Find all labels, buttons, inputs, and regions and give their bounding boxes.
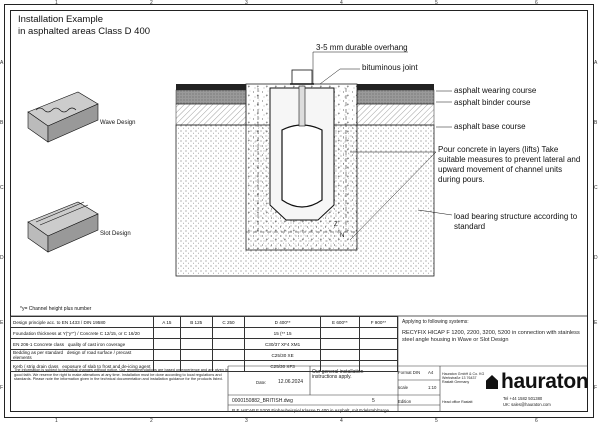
grate-slot [298,85,306,127]
company-email: UK: sales@hauraton.com [503,402,551,407]
asphalt-wearing-course-right [357,84,434,90]
callout-load-bearing: load bearing structure according to stan… [454,212,578,231]
callout-binder-course: asphalt binder course [454,98,531,107]
label-slot-design: Slot Design [100,231,131,237]
drawing-title: Installation Example in asphalted areas … [18,14,150,38]
callout-pour-concrete: Pour concrete in layers (lifts) Take sui… [438,145,581,184]
zone-letter-d-right: D [594,255,598,261]
zone-number-6: 6 [535,0,538,6]
zone-letter-b-right: B [594,120,598,126]
general-instructions: Our general installation instructions ap… [312,369,364,380]
legal-notes: The information is subject to technical … [14,368,228,382]
title-line-2: in asphalted areas Class D 400 [18,26,151,37]
date-label: Date: [256,380,267,385]
zone-letter-d: D [0,255,4,261]
zone-number-5: 5 [435,0,438,6]
zone-number-1-bottom: 1 [55,418,58,424]
row-label: Kerb / strip drain class exposure of sla… [10,360,154,372]
dimension-z: Z [334,222,338,228]
hauraton-logo: hauraton [486,370,589,394]
channel-inner [281,124,323,208]
zone-number-4-bottom: 4 [340,418,343,424]
file-name: 0000150882_BRITISH.dwg [232,398,293,404]
zone-number-1: 1 [55,0,58,6]
asphalt-wearing-course [176,84,246,90]
zone-letter-e: E [0,320,4,326]
callout-overhang: 3-5 mm durable overhang [316,43,408,52]
revision-label: Edition [398,399,412,404]
dimension-n: N [340,233,345,239]
zone-letter-f-right: F [594,385,598,391]
zone-number-2: 2 [150,0,153,6]
format-value: A4 [428,370,434,375]
zone-number-5-bottom: 5 [435,418,438,424]
zone-letter-c-right: C [594,185,598,191]
callout-wearing-course: asphalt wearing course [454,86,537,95]
zone-letter-a-right: A [594,60,598,66]
scale-label: scale [398,385,409,390]
zone-number-4: 4 [340,0,343,6]
date-value: 12.06.2024 [278,379,304,385]
applies-heading: Applying to following systems: [402,319,469,325]
label-wave-design: Wave Design [100,120,136,126]
wave-design-icon [27,91,99,143]
format-label: Format DIN [398,370,421,375]
company-address: Hauraton GmbH & Co. KG Werkstraße 13 764… [442,372,485,385]
zone-letter-a: A [0,60,4,66]
callout-bituminous-joint: bituminous joint [362,63,418,72]
inner-frame [10,10,588,412]
scale-value: 1:10 [428,385,437,390]
zone-number-2-bottom: 2 [150,418,153,424]
zone-number-3: 3 [245,0,248,6]
company-phone: Tel +44 1582 501380 [503,396,543,401]
zone-number-3-bottom: 3 [245,418,248,424]
table-row: Foundation thickness at Y(“y*”) / Concre… [10,327,399,339]
company-address-2: Head office Rastatt [442,400,473,404]
revision: 5 [372,398,375,404]
slot-design-icon [27,201,99,253]
callout-base-course: asphalt base course [454,122,526,131]
title-line-1: Installation Example [18,14,104,25]
zone-number-6-bottom: 6 [535,418,538,424]
applies-body: RECYFIX HICAP F 1200, 2200, 3200, 5200 i… [402,330,580,343]
zone-letter-e-right: E [594,320,598,326]
drawing-description: R.F. HICAP F 5200 Einbaubeispiel Klasse … [232,408,390,413]
outer-frame [4,4,594,418]
zone-letter-b: B [0,120,4,126]
zone-letter-f: F [0,385,4,391]
logo-mark-icon [486,375,498,389]
footnote: *y= Channel height plus number [20,306,92,312]
zone-letter-c: C [0,185,4,191]
